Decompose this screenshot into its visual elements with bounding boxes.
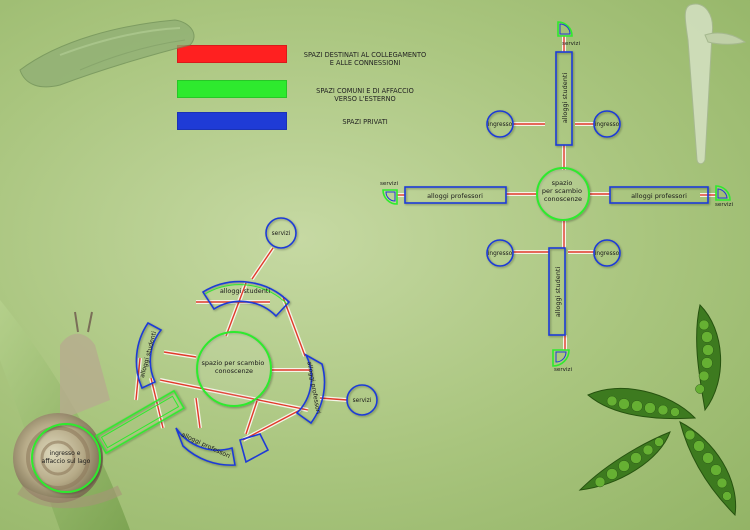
cross-bottom-student-label: alloggi studenti — [554, 267, 562, 318]
cross-servizi-label: servizi — [380, 181, 398, 187]
cross-ingresso-circle — [593, 110, 621, 138]
cross-servizi-left — [382, 189, 398, 205]
cross-ingresso-circle — [486, 110, 514, 138]
radial-arc-top-label: alloggi studenti — [220, 287, 271, 295]
cross-ingresso-label: ingresso — [595, 251, 620, 257]
cross-right-professor-block — [609, 186, 709, 204]
cross-left-professor-block — [404, 186, 507, 204]
cross-right-professor-label: alloggi professori — [631, 192, 687, 200]
cross-ingresso-label: ingresso — [595, 122, 620, 128]
cross-servizi-bottom — [552, 349, 570, 367]
radial-arc-right-label: alloggi professori — [305, 361, 321, 415]
radial-walkway — [94, 389, 186, 455]
legend-swatch-connections — [177, 45, 287, 63]
legend-label-private: SPAZI PRIVATI — [342, 118, 388, 126]
cross-ingresso-circle — [593, 239, 621, 267]
shell-image — [19, 19, 195, 88]
cross-center-label: spazio per scambio conoscenze — [542, 179, 584, 203]
cross-diagram: spazio per scambio conoscenze alloggi st… — [380, 21, 733, 373]
legend-swatch-common — [177, 80, 287, 98]
radial-diagram: spazio per scambio conoscenze alloggi st… — [31, 217, 378, 493]
radial-entry-circle — [31, 423, 101, 493]
radial-servizi-right-label: servizi — [353, 398, 372, 404]
cross-bottom-student-block — [548, 247, 566, 336]
radial-servizi-top-label: servizi — [272, 231, 291, 237]
pea-pods-image — [578, 304, 737, 517]
cross-ingresso-label: ingresso — [488, 122, 513, 128]
radial-arc-left — [135, 321, 163, 390]
radial-arc-right — [295, 353, 326, 425]
radial-arc-bottom — [175, 427, 236, 466]
radial-arc-left-label: alloggi studenti — [139, 330, 158, 378]
snail-image — [13, 311, 123, 509]
legend-label-common: SPAZI COMUNI E DI AFFACCIO VERSO L'ESTER… — [316, 87, 414, 103]
cross-servizi-label: servizi — [715, 202, 733, 208]
radial-servizi-right-circle — [346, 384, 378, 416]
legend-swatch-private — [177, 112, 287, 130]
radial-arc-top — [201, 280, 291, 318]
cross-servizi-label: servizi — [554, 367, 572, 373]
cross-ingresso-label: ingresso — [488, 251, 513, 257]
radial-center-circle — [196, 331, 272, 407]
radial-entry-label: ingresso e affaccio sul lago — [42, 450, 91, 465]
radial-center-label: spazio per scambio conoscenze — [202, 359, 267, 375]
cross-servizi-top — [557, 21, 573, 37]
radial-servizi-top-circle — [265, 217, 297, 249]
cross-servizi-label: servizi — [562, 41, 580, 47]
cross-top-student-block — [555, 51, 573, 146]
cross-servizi-right — [715, 185, 731, 201]
cross-top-student-label: alloggi studenti — [561, 73, 569, 124]
cross-ingresso-circle — [486, 239, 514, 267]
radial-arc-bottom-label: alloggi professori — [180, 431, 231, 460]
legend-label-connections: SPAZI DESTINATI AL COLLEGAMENTO E ALLE C… — [303, 51, 427, 67]
cross-left-professor-label: alloggi professori — [427, 192, 483, 200]
seed-pod-image — [684, 3, 747, 165]
cross-center-circle — [536, 167, 590, 221]
